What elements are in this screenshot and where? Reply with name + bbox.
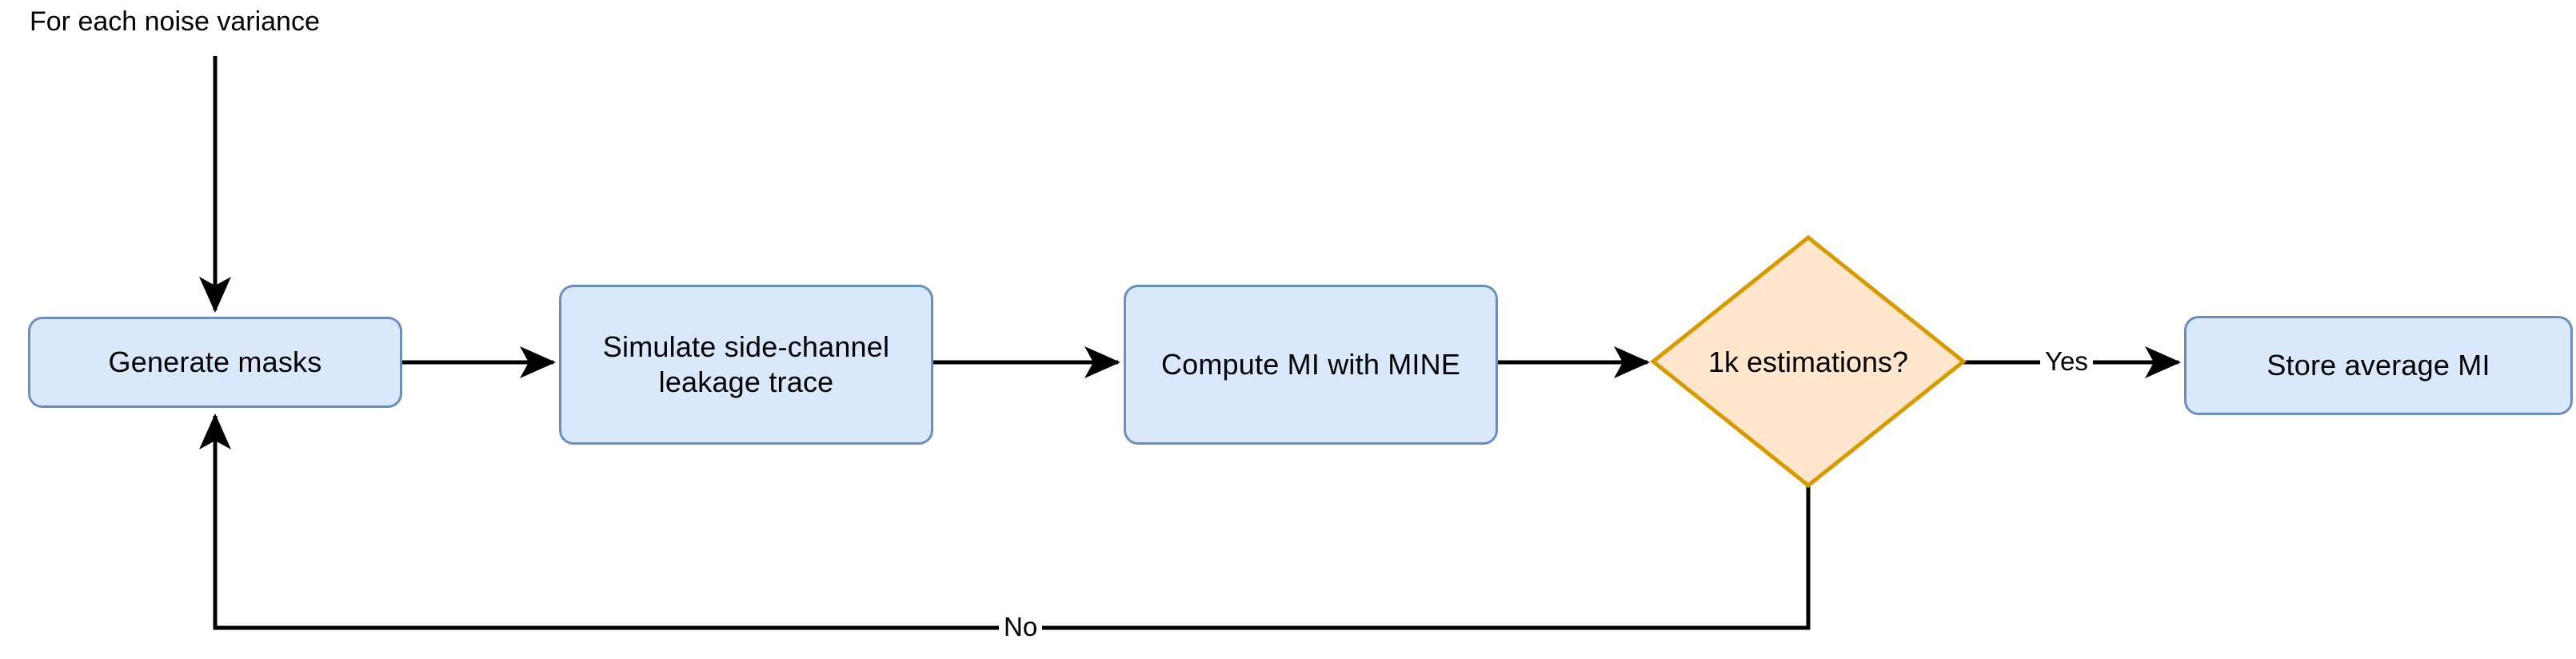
node-generate-masks-label: Generate masks xyxy=(108,345,322,379)
node-simulate-trace-label: Simulate side-channel leakage trace xyxy=(602,330,890,398)
node-compute-mi-label: Compute MI with MINE xyxy=(1160,348,1461,381)
decision-shape-estimations-check[interactable] xyxy=(1649,234,1967,489)
loop-entry-label: For each noise variance xyxy=(30,6,320,37)
node-simulate-trace[interactable]: Simulate side-channel leakage trace xyxy=(559,285,933,445)
edge-label-no: No xyxy=(999,613,1043,640)
node-generate-masks[interactable]: Generate masks xyxy=(28,317,402,408)
edge-label-yes: Yes xyxy=(2040,348,2093,374)
node-store-average-mi[interactable]: Store average MI xyxy=(2184,316,2573,415)
node-store-average-mi-label: Store average MI xyxy=(2266,349,2490,382)
connector-check-no xyxy=(199,413,1811,630)
node-compute-mi[interactable]: Compute MI with MINE xyxy=(1124,285,1498,445)
